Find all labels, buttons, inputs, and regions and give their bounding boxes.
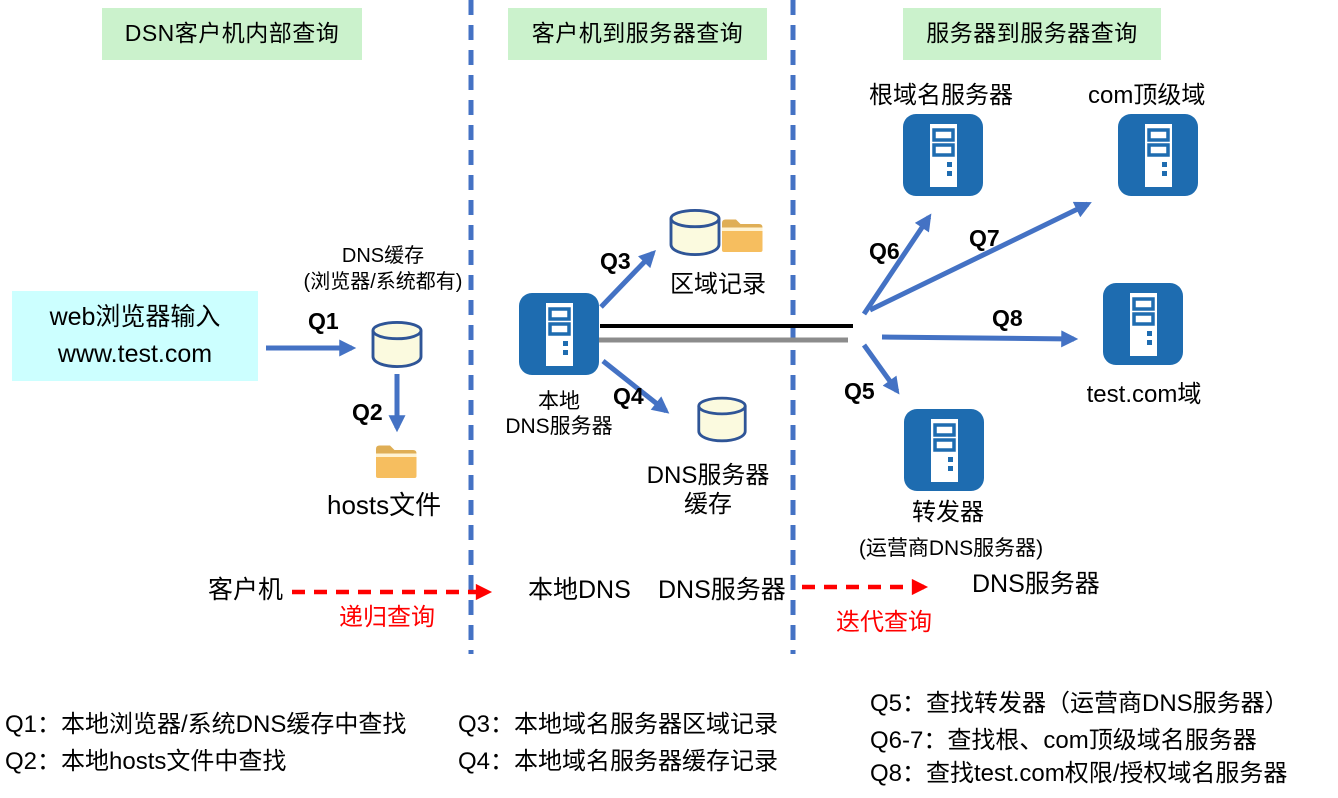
zone-records-cylinder-icon (669, 208, 721, 256)
q1-label: Q1 (308, 308, 339, 334)
q3-arrow (599, 249, 656, 309)
forwarder-sublabel: (运营商DNS服务器) (858, 537, 1044, 560)
legend-q8: Q8：查找test.com权限/授权域名服务器 (870, 760, 1288, 787)
legend-q1: Q1：本地浏览器/系统DNS缓存中查找 (5, 711, 407, 738)
dns-cache-label-line2: (浏览器/系统都有) (303, 271, 463, 293)
com-tld-server-icon (1117, 113, 1199, 197)
legend-q4: Q4：本地域名服务器缓存记录 (458, 748, 779, 775)
flow-dns-server-right-label: DNS服务器 (972, 570, 1100, 598)
q8-arrow (881, 330, 1079, 348)
forwarder-server-icon (903, 408, 985, 492)
section-title-client-to-server: 客户机到服务器查询 (508, 8, 767, 60)
forwarder-label: 转发器 (912, 499, 984, 526)
q5-label: Q5 (844, 378, 875, 404)
testcom-label: test.com域 (1086, 381, 1202, 408)
flow-local-dns-label: 本地DNS (528, 576, 631, 604)
q6-label: Q6 (869, 238, 900, 264)
dns-cache-cylinder-icon (371, 320, 423, 368)
q8-label: Q8 (992, 305, 1023, 331)
dns-server-cache-label-line2: 缓存 (684, 491, 732, 518)
root-server-icon (902, 113, 984, 197)
dns-server-cache-label: DNS服务器 缓存 (638, 461, 778, 519)
root-server-label: 根域名服务器 (869, 82, 1013, 109)
q2-label: Q2 (352, 399, 383, 425)
dns-cache-label-line1: DNS缓存 (341, 245, 425, 267)
q4-label: Q4 (613, 383, 644, 409)
hosts-folder-icon (376, 445, 417, 478)
recursive-query-label: 递归查询 (339, 604, 435, 631)
q3-label: Q3 (600, 248, 631, 274)
q5-arrow (861, 343, 900, 395)
local-dns-server-label: 本地 DNS服务器 (500, 389, 618, 439)
section-title-client-internal: DSN客户机内部查询 (102, 8, 362, 60)
local-dns-server-label-line2: DNS服务器 (505, 415, 613, 438)
zone-records-label: 区域记录 (670, 271, 766, 298)
dns-server-cache-label-line1: DNS服务器 (646, 462, 770, 489)
flow-dns-server-left-label: DNS服务器 (658, 576, 786, 604)
hosts-file-label: hosts文件 (327, 490, 442, 520)
browser-input-line2: www.test.com (57, 340, 213, 368)
zone-records-folder-icon (722, 219, 763, 252)
q4-arrow (601, 359, 670, 414)
testcom-server-icon (1102, 282, 1184, 366)
browser-input-line1: web浏览器输入 (49, 302, 221, 331)
section-title-server-to-server: 服务器到服务器查询 (903, 8, 1161, 60)
dns-server-cache-cylinder-icon (697, 396, 747, 443)
local-dns-server-label-line1: 本地 (538, 390, 580, 413)
local-dns-server-icon (518, 292, 600, 376)
legend-q6-7: Q6-7：查找根、com顶级域名服务器 (870, 727, 1257, 754)
legend-q2: Q2：本地hosts文件中查找 (5, 748, 287, 775)
dns-cache-label: DNS缓存 (浏览器/系统都有) (288, 243, 478, 295)
com-tld-label: com顶级域 (1088, 82, 1206, 109)
q7-label: Q7 (969, 225, 1000, 251)
iterative-query-label: 迭代查询 (836, 609, 932, 636)
flow-client-label: 客户机 (208, 576, 284, 604)
legend-q5: Q5：查找转发器（运营商DNS服务器） (870, 690, 1289, 717)
legend-q3: Q3：本地域名服务器区域记录 (458, 711, 779, 738)
q6-arrow (861, 213, 932, 316)
q7-arrow (868, 201, 1092, 313)
browser-input-box: web浏览器输入 www.test.com (12, 291, 258, 381)
